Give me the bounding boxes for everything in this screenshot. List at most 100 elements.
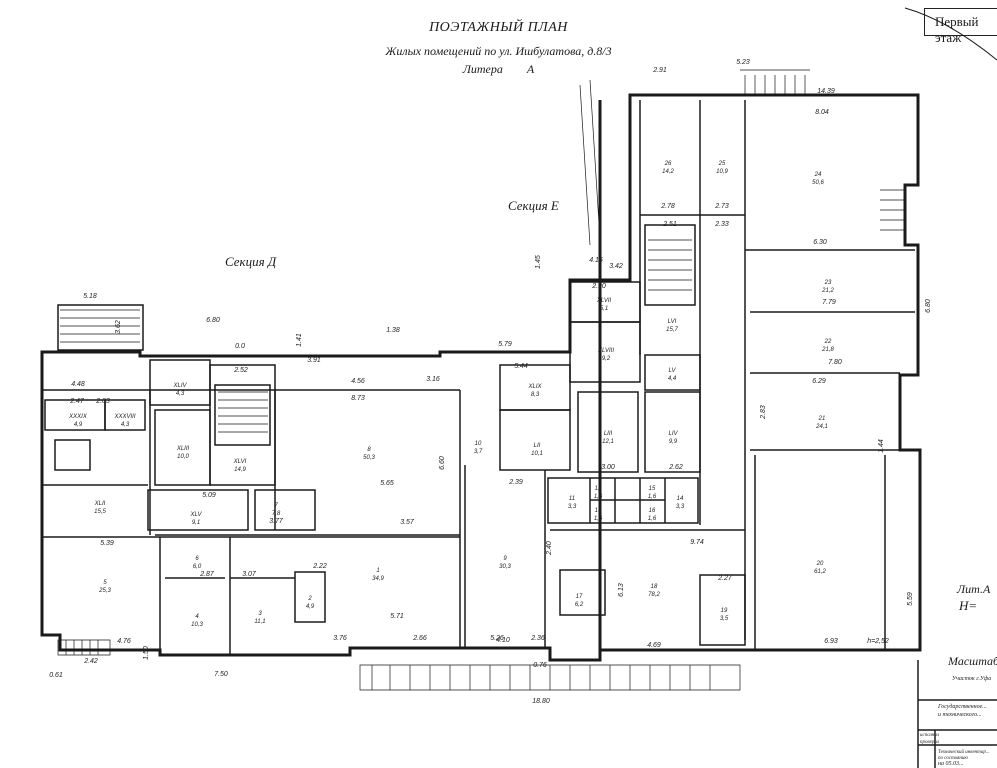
tb-line-6: по состоянию	[938, 756, 968, 761]
room-area: 3,3	[568, 504, 577, 510]
room-area: 1,6	[594, 516, 603, 522]
dimension-label: 3.57	[400, 519, 415, 526]
room-number: 4	[195, 614, 199, 620]
dimension-label: 3.16	[426, 376, 440, 383]
room-area: 5,1	[600, 306, 608, 312]
room-area: 11,1	[254, 619, 265, 625]
title-block-frame	[904, 7, 997, 768]
room-number: 9	[503, 556, 507, 562]
room-area: 3,3	[676, 504, 685, 510]
room-area: 10,0	[177, 454, 189, 460]
room-number: 26	[664, 161, 672, 167]
room-number: XLIX	[527, 384, 542, 390]
room-number: 7	[274, 503, 278, 509]
dimension-label: 5.79	[498, 341, 512, 348]
dimension-label: 2.66	[412, 635, 427, 642]
tb-line-1: Государственное...	[938, 704, 987, 710]
room-number: 17	[576, 594, 583, 600]
dimension-label: 1.38	[386, 327, 400, 334]
dimension-label: 2.36	[530, 635, 545, 642]
dimension-label: 14.39	[817, 88, 835, 95]
room-area: 21,2	[821, 288, 834, 294]
room-number: 6	[195, 556, 199, 562]
outer-walls	[40, 93, 922, 662]
room-area: 1,6	[594, 494, 603, 500]
dimension-label: 8.04	[815, 109, 829, 116]
room-number: 11	[569, 496, 575, 502]
room-number: LVI	[668, 319, 677, 325]
litera-label: Литера	[462, 62, 503, 76]
room-area: 14,2	[662, 169, 674, 175]
room-area: 61,2	[814, 569, 826, 575]
room-area: 12,1	[602, 439, 614, 445]
lit-label: Лит.А	[957, 582, 991, 596]
dimension-label: 5.09	[202, 492, 216, 499]
dimension-label: 2.91	[652, 67, 667, 74]
room-number: 18	[651, 584, 658, 590]
room-number: XLVII	[596, 298, 612, 304]
dimension-label: 2.73	[714, 203, 729, 210]
dimension-label: 3.62	[115, 320, 122, 334]
room-area: 7,8	[272, 511, 281, 517]
room-area: 8,3	[531, 392, 540, 398]
dimension-label: 2.40	[546, 541, 553, 556]
dimension-label: 3.77	[269, 518, 284, 525]
dimension-label: 6.80	[206, 317, 220, 324]
room-area: 3,7	[474, 449, 483, 455]
room-area: 10,3	[191, 622, 203, 628]
room-area: 50,6	[812, 180, 824, 186]
room-number: XLV	[189, 512, 202, 518]
dimension-label: 2.03	[95, 398, 110, 405]
room-number: 1	[376, 568, 379, 574]
dimension-label: 4.48	[71, 381, 85, 388]
dimension-label: 1.45	[535, 255, 542, 269]
tb-line-4: проверил	[920, 740, 940, 745]
dimension-label: 3.00	[601, 464, 615, 471]
room-number: 14	[677, 496, 684, 502]
dimension-label: 2.62	[668, 464, 683, 471]
dimension-label: 8.73	[351, 395, 365, 402]
room-number: 3	[258, 611, 262, 617]
room-number: XLIV	[172, 383, 187, 389]
dimension-label: 7.79	[822, 299, 836, 306]
tb-line-0: Участок г.Уфа	[952, 676, 992, 682]
dimension-label: 5.18	[83, 293, 97, 300]
room-number: LV	[668, 368, 676, 374]
dimension-label: 2.51	[662, 221, 677, 228]
room-area: 6,2	[575, 602, 584, 608]
plan-title: ПОЭТАЖНЫЙ ПЛАН	[429, 20, 568, 35]
room-number: 24	[814, 172, 822, 178]
room-area: 4,4	[668, 376, 677, 382]
room-number: 19	[721, 608, 728, 614]
room-number: 16	[649, 508, 656, 514]
room-area: 14,9	[234, 467, 246, 473]
dimension-label: 6.93	[824, 638, 838, 645]
section-d-label: Секция Д	[225, 254, 277, 269]
dimension-label: 0.0	[235, 343, 245, 350]
dimension-label: 7.50	[214, 671, 228, 678]
dimension-label: 2.83	[760, 405, 767, 420]
dimension-label: 9.74	[690, 539, 704, 546]
room-number: 21	[818, 416, 826, 422]
room-area: 15,7	[666, 327, 678, 333]
dimension-label: 7.80	[828, 359, 842, 366]
dimension-label: 5.39	[100, 540, 114, 547]
room-area: 9,2	[602, 356, 611, 362]
room-area: 4,3	[176, 391, 185, 397]
dimension-label: 1.44	[878, 439, 885, 453]
room-number: 8	[367, 447, 371, 453]
room-area: 25,3	[98, 588, 111, 594]
tb-line-3: исполнил	[920, 733, 939, 738]
room-area: 6,0	[193, 564, 202, 570]
dimension-label: 0.61	[49, 672, 63, 679]
dimension-label: 2.78	[660, 203, 675, 210]
interior-walls	[42, 100, 915, 655]
dimension-label: 6.30	[813, 239, 827, 246]
dimension-label: 2.42	[83, 658, 98, 665]
h-label: Н=	[959, 598, 978, 613]
room-number: XLIII	[176, 446, 190, 452]
dimension-label: 2.39	[508, 479, 523, 486]
room-area: 15,5	[94, 509, 106, 515]
dimension-label: 3.07	[242, 571, 257, 578]
room-area: 3,5	[720, 616, 729, 622]
